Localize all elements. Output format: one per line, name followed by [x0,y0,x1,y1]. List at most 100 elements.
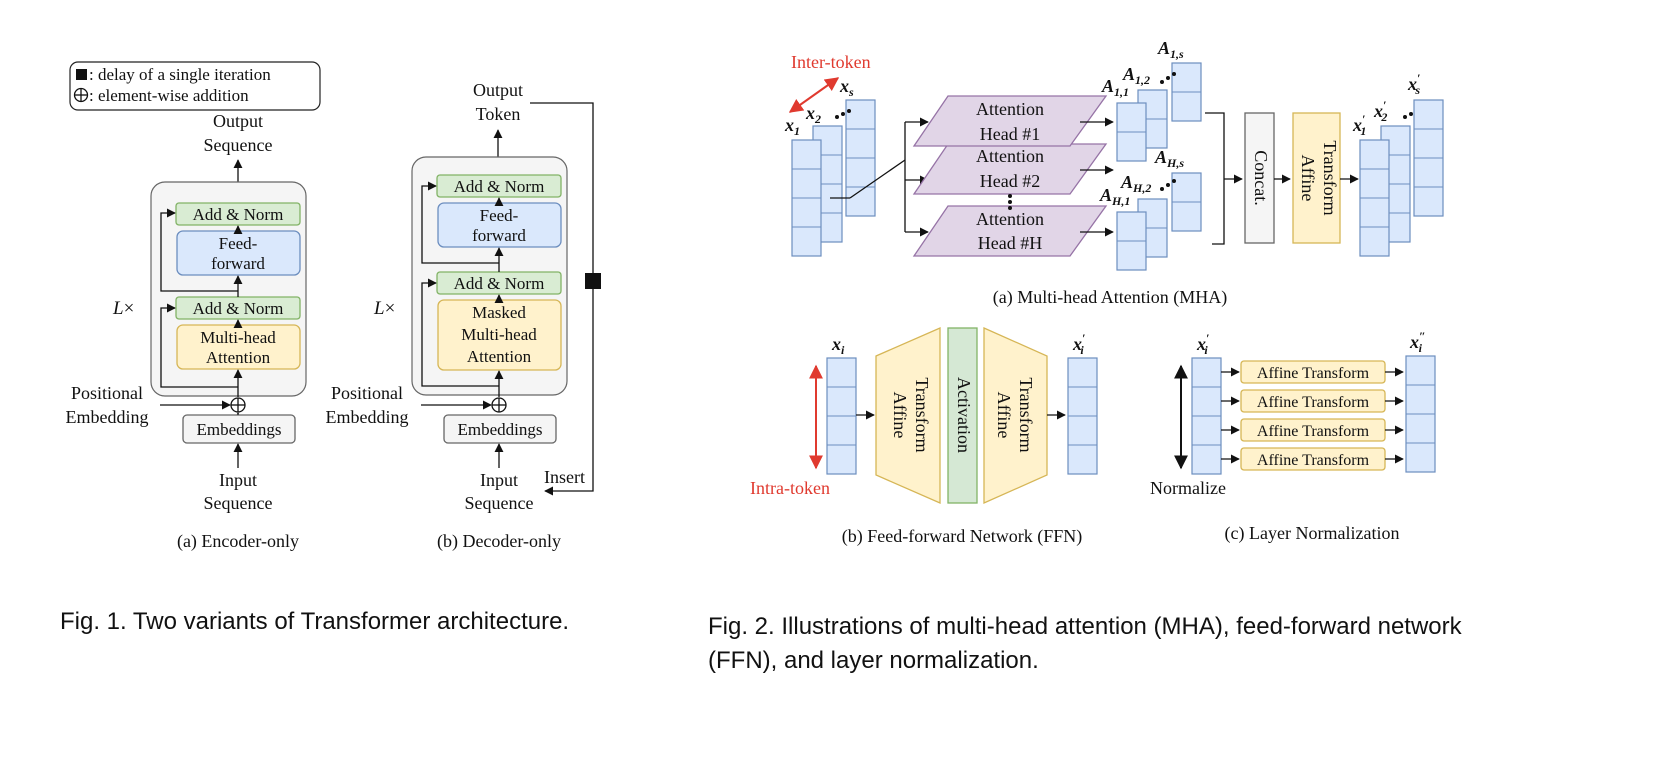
ln-affine-label-4: Affine Transform [1257,452,1370,469]
mha-diagram: Inter-token x1 x2 xs Attention Head #H [784,38,1444,308]
normalize-label: Normalize [1150,478,1226,498]
enc-mha-label-1: Multi-head [200,328,276,347]
svg-text:Attention: Attention [976,146,1044,166]
dec-layers-label: L× [373,298,395,319]
ffn-diagram: xi Intra-token Affine Transform Activati… [750,326,1098,547]
enc-add-norm-top-label: Add & Norm [193,205,284,224]
dec-output-label-1: Output [473,80,523,100]
mha-caption: (a) Multi-head Attention (MHA) [993,287,1227,308]
ln-affine-rows: Affine Transform Affine Transform Affine… [1221,360,1404,471]
activation-label: Activation [954,377,974,453]
enc-ff-label-1: Feed- [219,234,258,253]
dec-input-label-1: Input [480,470,518,490]
dec-mmha-label-2: Multi-head [461,325,537,344]
ln-affine-label-1: Affine Transform [1257,365,1370,382]
mha-x2p-label: x′2 [1373,98,1387,124]
enc-input-label-2: Sequence [204,493,273,513]
aH1-label: AH,1 [1099,185,1130,208]
ffn-affine1-label-1: Affine [890,392,910,439]
ffn-affine2-label-1: Affine [994,392,1014,439]
enc-output-label-1: Output [213,111,263,131]
concat-block [1244,112,1275,244]
enc-output-label-2: Sequence [204,135,273,155]
dec-caption: (b) Decoder-only [437,531,561,552]
legend-add-text: : element-wise addition [89,86,249,105]
dec-add-norm-top [436,174,562,198]
mha-affine-label-1: Affine [1298,155,1318,202]
mha-affine-label-2: Transform [1320,140,1340,215]
oplus-icon [73,87,89,103]
intra-token-label: Intra-token [750,478,830,498]
enc-mha-label-2: Attention [206,348,271,367]
delay-square-icon [76,69,87,80]
dec-output-label-2: Token [476,104,521,124]
svg-text:Attention: Attention [976,209,1044,229]
ffn-xi-label: xi [831,334,845,357]
ln-input-vector [1191,357,1222,475]
dec-mmha-label-1: Masked [472,303,526,322]
dec-insert-label: Insert [544,467,585,487]
ln-xipp-label: x″i [1409,329,1426,355]
ffn-xip-label: x′i [1072,331,1085,357]
ln-affine-label-3: Affine Transform [1257,423,1370,440]
svg-text:Attention: Attention [976,99,1044,119]
enc-pos-label-2: Embedding [66,407,149,427]
enc-pos-label-1: Positional [71,383,143,403]
ln-affine-label-2: Affine Transform [1257,394,1370,411]
a1s-label: A1,s [1157,38,1184,61]
dec-add-norm-bottom-label: Add & Norm [454,274,545,293]
ffn-affine-1 [875,327,941,504]
decoder-diagram: Output Token Add & Norm Feed- forward Ad… [326,80,601,552]
ln-caption: (c) Layer Normalization [1225,523,1400,544]
fig2-caption-line-1: Fig. 2. Illustrations of multi-head atte… [708,613,1462,640]
dec-input-label-2: Sequence [465,493,534,513]
ln-xip-label: x′i [1196,331,1209,357]
attention-head-h: Attention Head #H [912,205,1108,257]
headH-outputs [1116,172,1202,271]
mha-x1p-label: x′1 [1352,112,1366,138]
svg-text:Head #H: Head #H [978,233,1042,253]
ffn-output-vector [1067,357,1098,475]
head1-outputs [1116,62,1202,162]
dec-ff-label-2: forward [472,226,526,245]
dec-oplus-icon [491,397,507,413]
dec-embeddings [443,414,557,444]
enc-ff-label-2: forward [211,254,265,273]
ffn-affine-2 [983,326,1048,505]
dec-pos-label-1: Positional [331,383,403,403]
enc-embeddings [182,414,296,444]
ln-output-vector [1405,355,1436,473]
mha-input-vectors [791,99,876,257]
aH2-label: AH,2 [1120,172,1151,195]
dec-pos-label-2: Embedding [326,407,409,427]
enc-add-norm-top [175,202,301,226]
enc-input-label-1: Input [219,470,257,490]
layernorm-diagram: x′i Normalize Affine Transform Affine Tr… [1150,329,1436,544]
enc-embeddings-label: Embeddings [197,420,282,439]
enc-oplus-icon [230,397,246,413]
svg-text:Head #1: Head #1 [980,124,1040,144]
dec-embeddings-label: Embeddings [458,420,543,439]
ffn-affine2-label-2: Transform [1016,377,1036,452]
attention-head-1: Attention Head #1 [912,95,1108,147]
mha-x1-label: x1 [784,115,800,138]
activation-block [947,327,978,504]
a11-label: A1,1 [1101,76,1129,99]
fig1-caption: Fig. 1. Two variants of Transformer arch… [60,608,570,635]
dec-add-norm-top-label: Add & Norm [454,177,545,196]
fig1-legend: : delay of a single iteration : element-… [69,61,321,111]
ffn-input-vector [826,357,857,475]
mha-output-vectors [1359,99,1444,257]
enc-layers-label: L× [112,298,134,319]
a12-label: A1,2 [1122,64,1150,87]
mha-xs-label: xs [839,76,854,99]
mha-xsp-label: x′s [1407,71,1420,97]
mha-affine-block [1292,112,1341,244]
dec-mmha-label-3: Attention [467,347,532,366]
encoder-diagram: Output Sequence Add & Norm Feed- forward… [66,111,307,552]
ffn-caption: (b) Feed-forward Network (FFN) [842,526,1082,547]
fig2-caption-line-2: (FFN), and layer normalization. [708,647,1039,674]
dec-ff-label-1: Feed- [480,206,519,225]
aHs-label: AH,s [1154,147,1184,170]
ffn-affine1-label-2: Transform [912,377,932,452]
